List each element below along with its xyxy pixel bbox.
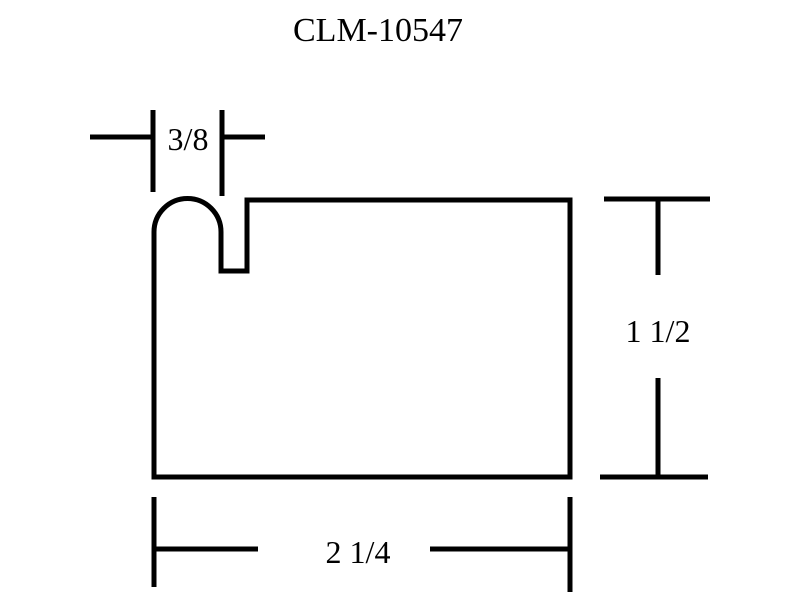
width-label: 2 1/4 xyxy=(326,534,391,570)
height-label: 1 1/2 xyxy=(626,313,691,349)
height-dimension xyxy=(600,196,710,480)
lip-width-label: 3/8 xyxy=(168,121,209,157)
width-dimension xyxy=(151,497,573,592)
lip-width-dimension xyxy=(90,110,265,196)
molding-profile-outline xyxy=(151,196,573,480)
drawing-title: CLM-10547 xyxy=(293,12,463,49)
